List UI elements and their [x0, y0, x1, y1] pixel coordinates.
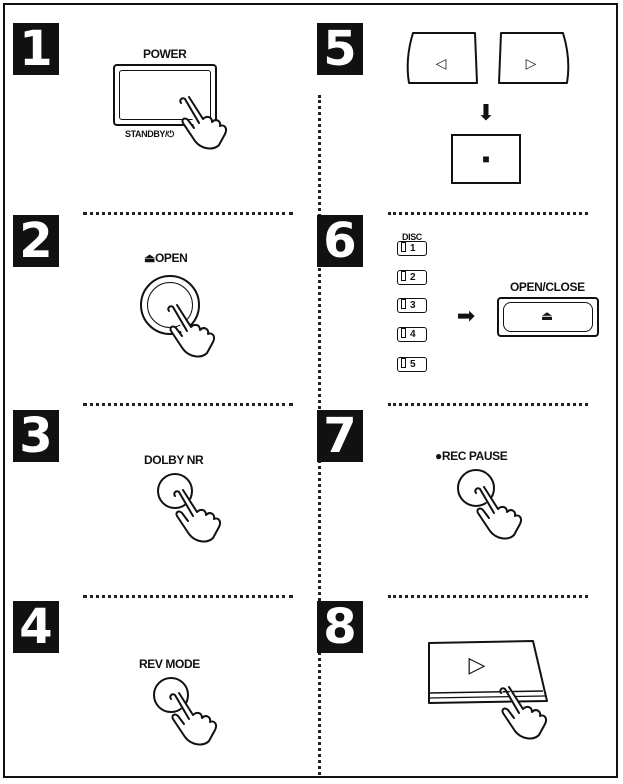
left-triangle-icon: ◁ — [435, 55, 447, 71]
down-arrow-icon: ⬇ — [476, 100, 496, 125]
disc-5-label: 5 — [410, 359, 416, 370]
power-button-inner — [119, 70, 211, 120]
step-1-badge: 1 — [13, 23, 59, 75]
play-button[interactable] — [425, 637, 551, 715]
disc-1-button[interactable]: 1 — [397, 241, 427, 256]
rec-pause-label: ●REC PAUSE — [435, 449, 508, 463]
divider-step-3 — [83, 403, 293, 406]
play-icon: ▷ — [468, 652, 486, 677]
pointing-hand-icon — [173, 489, 222, 543]
divider-step-2 — [83, 212, 293, 215]
disc-indicator-icon — [401, 271, 406, 281]
divider-step-8 — [388, 595, 588, 598]
disc-2-button[interactable]: 2 — [397, 270, 427, 285]
step-4-badge: 4 — [13, 601, 59, 653]
rev-mode-label: REV MODE — [139, 657, 200, 671]
disc-indicator-icon — [401, 299, 406, 309]
eject-icon: ⏏ — [540, 308, 554, 323]
open-close-button-inner — [503, 302, 593, 332]
power-button[interactable] — [113, 64, 217, 126]
disc-3-button[interactable]: 3 — [397, 298, 427, 313]
open-button[interactable] — [140, 275, 200, 335]
disc-indicator-icon — [401, 358, 406, 368]
disc-4-button[interactable]: 4 — [397, 327, 427, 342]
skip-left-button[interactable] — [403, 29, 481, 87]
right-arrow-icon: ➡ — [456, 303, 476, 328]
pointing-hand-icon — [167, 304, 216, 358]
disc-indicator-icon — [401, 242, 406, 252]
divider-step-7 — [388, 403, 588, 406]
open-close-label: OPEN/CLOSE — [510, 280, 585, 294]
disc-label: DISC — [402, 232, 422, 242]
power-label: POWER — [143, 47, 187, 61]
disc-1-label: 1 — [410, 243, 416, 254]
rec-pause-button[interactable] — [457, 469, 495, 507]
open-close-button[interactable] — [497, 297, 599, 337]
pointing-hand-icon — [179, 96, 228, 150]
disc-indicator-icon — [401, 328, 406, 338]
right-triangle-icon: ▷ — [525, 55, 537, 71]
disc-4-label: 4 — [410, 329, 416, 340]
disc-2-label: 2 — [410, 272, 416, 283]
skip-right-button[interactable] — [495, 29, 573, 87]
pointing-hand-icon — [169, 692, 218, 746]
step-3-badge: 3 — [13, 410, 59, 462]
step-6-badge: 6 — [317, 215, 363, 267]
stop-button[interactable] — [451, 134, 521, 184]
pointing-hand-icon — [499, 686, 548, 740]
disc-3-label: 3 — [410, 300, 416, 311]
disc-5-button[interactable]: 5 — [397, 357, 427, 372]
step-8-badge: 8 — [317, 601, 363, 653]
rev-mode-button[interactable] — [153, 677, 189, 713]
step-5-badge: 5 — [317, 23, 363, 75]
instruction-panel: 1 POWER STANDBY/⏻ 2 ⏏OPEN 3 DOLBY NR 4 R… — [3, 3, 618, 778]
divider-step-6 — [388, 212, 588, 215]
dolby-nr-label: DOLBY NR — [144, 453, 204, 467]
stop-icon: ■ — [482, 152, 490, 166]
pointing-hand-icon — [474, 486, 523, 540]
divider-step-4 — [83, 595, 293, 598]
open-label: ⏏OPEN — [144, 251, 188, 265]
step-7-badge: 7 — [317, 410, 363, 462]
standby-label: STANDBY/⏻ — [125, 129, 174, 139]
dolby-nr-button[interactable] — [157, 473, 193, 509]
step-2-badge: 2 — [13, 215, 59, 267]
